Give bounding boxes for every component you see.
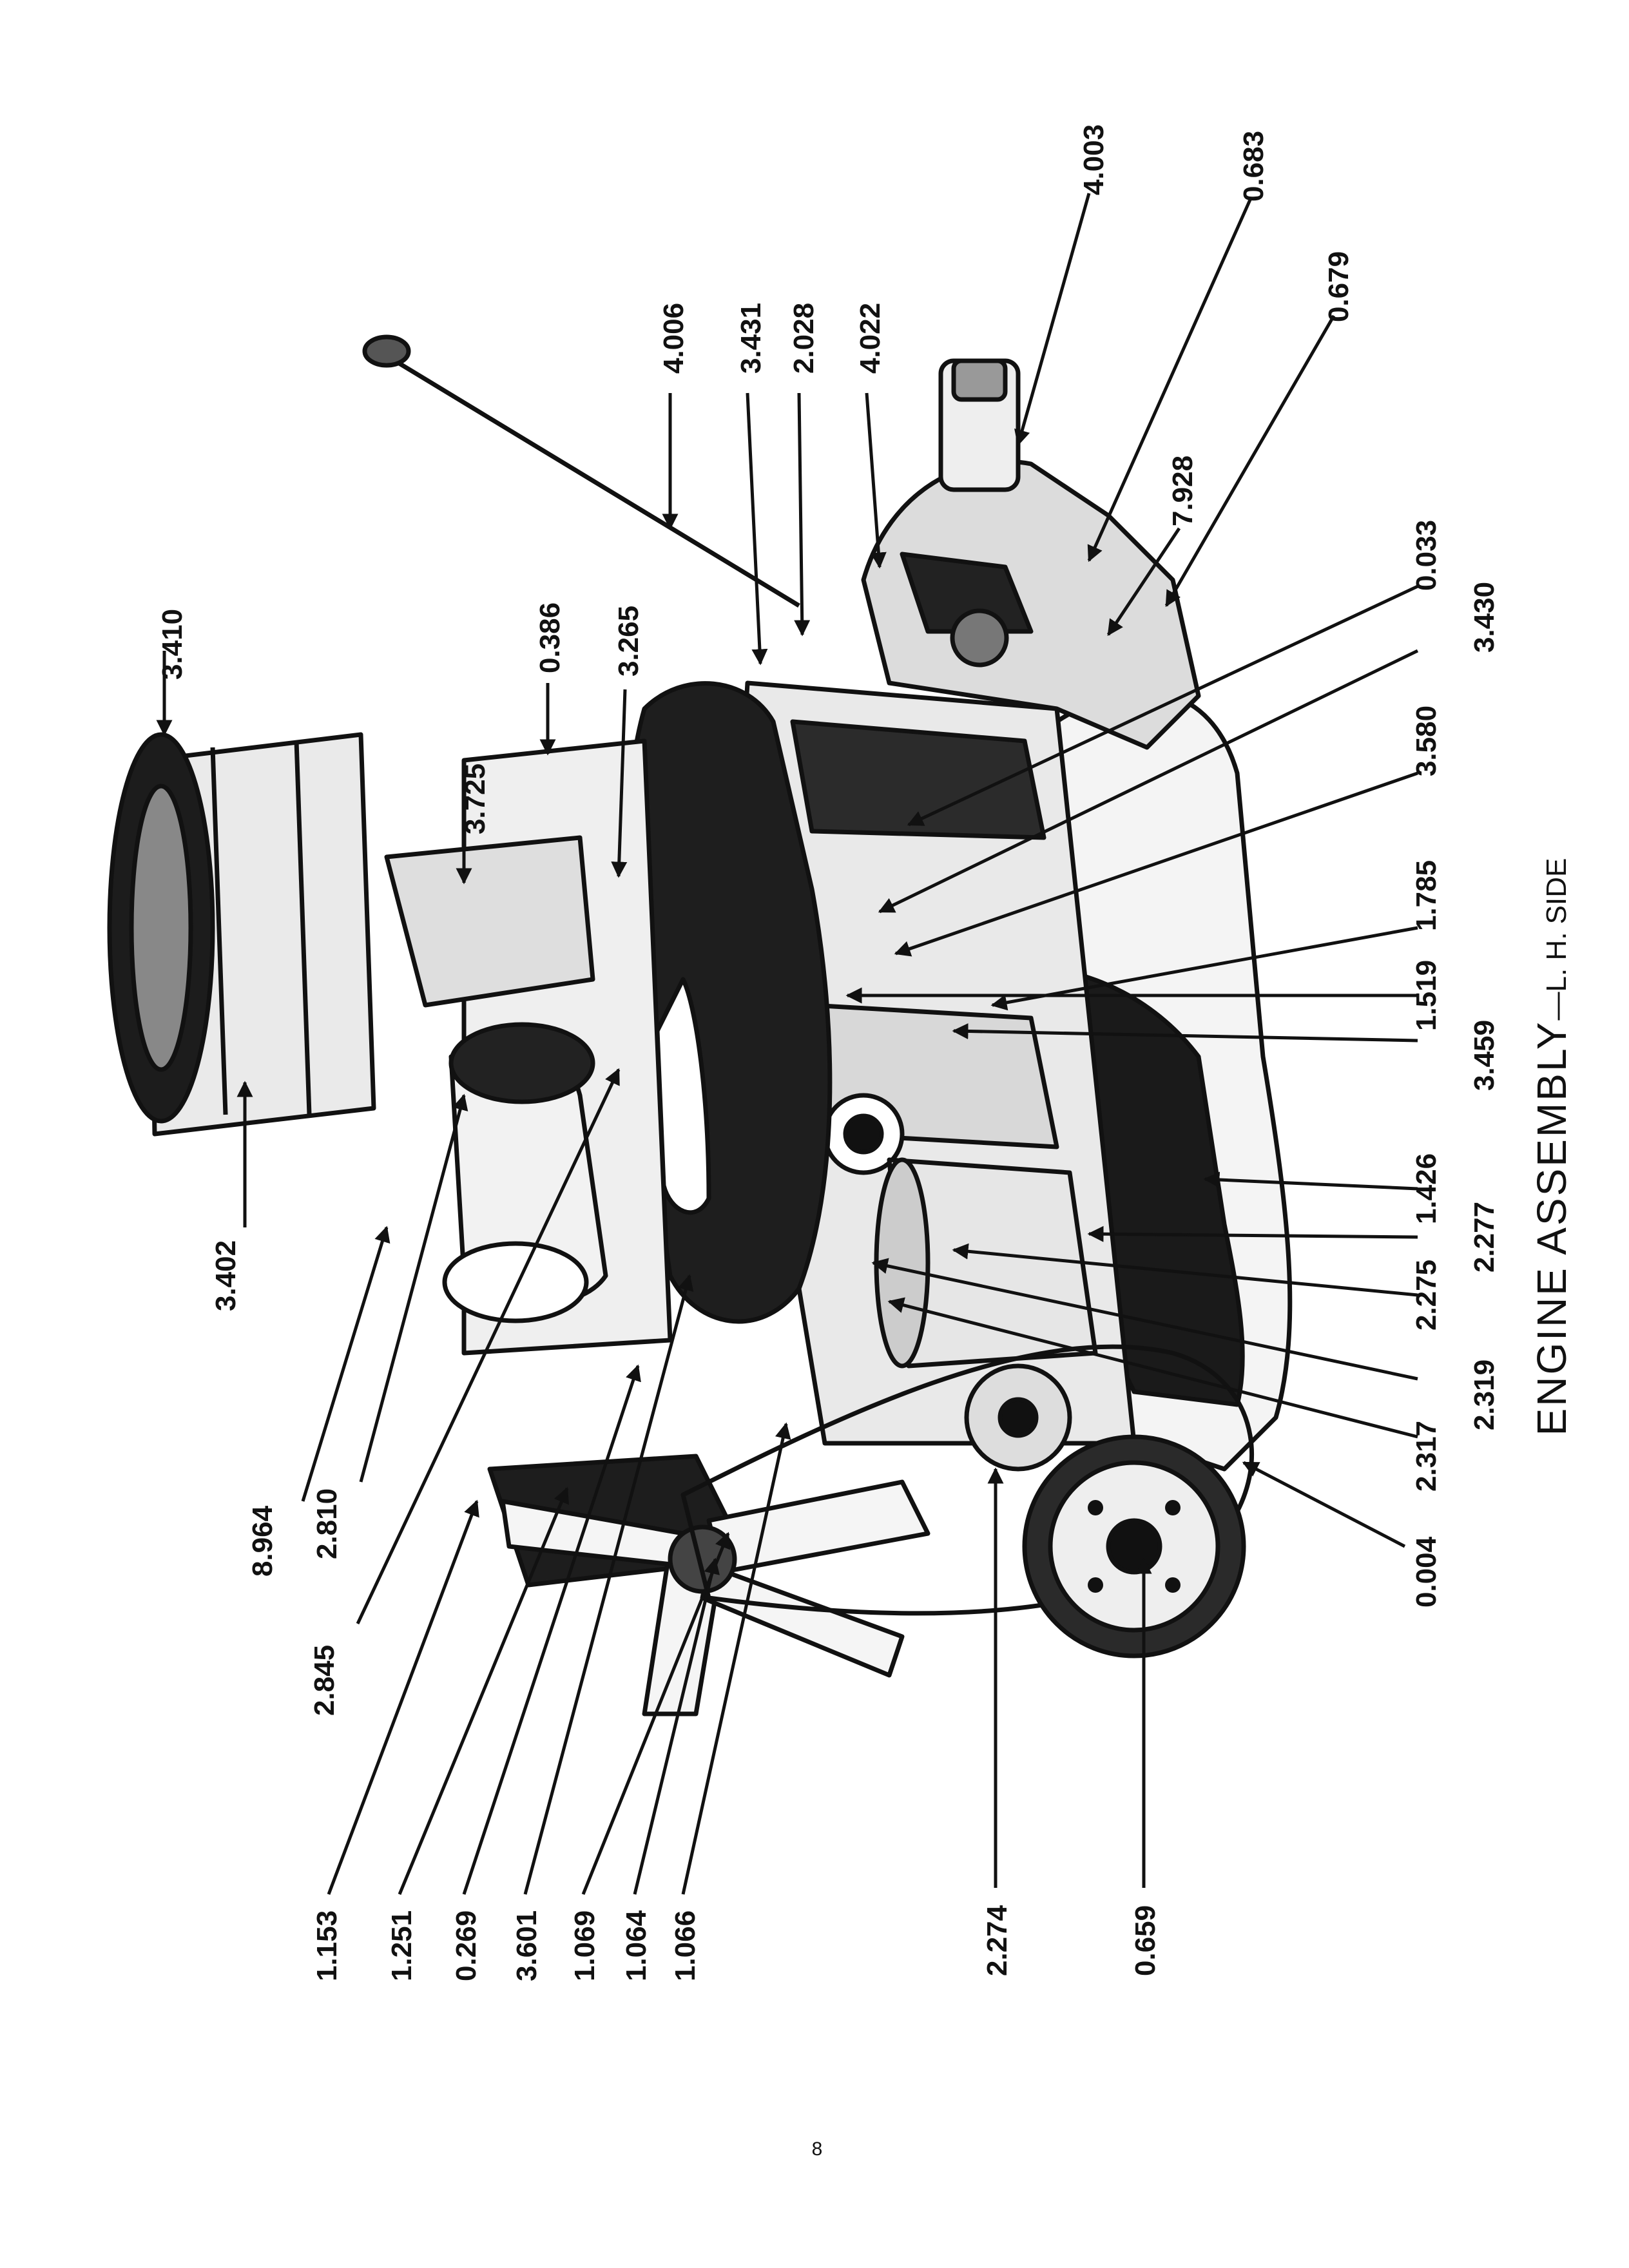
callout-4003: 4.003	[1078, 124, 1110, 195]
callout-7928: 7.928	[1167, 456, 1199, 526]
callout-2277: 2.277	[1469, 1202, 1500, 1273]
carburetor	[384, 835, 595, 1008]
crankshaft-pulley	[1022, 1434, 1246, 1658]
callout-1153: 1.153	[311, 1910, 343, 1981]
callout-3725: 3.725	[459, 764, 491, 834]
callout-labels: 3.410 3.402 3.725 0.386 3.265 4.006 3.43…	[157, 124, 1500, 1981]
callout-0004: 0.004	[1411, 1536, 1442, 1608]
callout-2274: 2.274	[981, 1905, 1013, 1976]
callout-1064: 1.064	[621, 1910, 652, 1981]
callout-3431: 3.431	[735, 303, 767, 374]
callout-8964: 8.964	[247, 1505, 278, 1577]
svg-text:ENGINE ASSEMBLY—L. H. SIDE: ENGINE ASSEMBLY—L. H. SIDE	[1528, 858, 1575, 1436]
caption-suffix: —L. H. SIDE	[1541, 858, 1572, 1021]
callout-3402: 3.402	[210, 1240, 242, 1311]
callout-0386: 0.386	[534, 602, 566, 673]
generator	[874, 1157, 1098, 1369]
fan-belt	[680, 1344, 1254, 1616]
callout-1519: 1.519	[1411, 960, 1442, 1031]
caption-main: ENGINE ASSEMBLY	[1528, 1020, 1575, 1436]
callout-4006: 4.006	[658, 303, 689, 374]
callout-3580: 3.580	[1411, 706, 1442, 776]
callout-0683: 0.683	[1238, 131, 1269, 202]
callout-3601: 3.601	[511, 1910, 543, 1981]
callout-1066: 1.066	[670, 1910, 701, 1981]
callout-4022: 4.022	[854, 303, 886, 374]
air-cleaner	[107, 732, 376, 1137]
callout-3459: 3.459	[1469, 1020, 1500, 1091]
callout-2028: 2.028	[788, 303, 820, 374]
callout-3410: 3.410	[157, 609, 188, 680]
callout-1069: 1.069	[569, 1910, 601, 1981]
callout-0659: 0.659	[1130, 1905, 1161, 1976]
engine-illustration	[107, 334, 1293, 1716]
page-number: 8	[812, 2138, 823, 2160]
callout-1785: 1.785	[1411, 860, 1442, 931]
callout-2275: 2.275	[1411, 1260, 1442, 1331]
callout-2317: 2.317	[1411, 1421, 1442, 1492]
callout-0679: 0.679	[1323, 251, 1354, 322]
callout-3430: 3.430	[1469, 582, 1500, 653]
callout-0269: 0.269	[450, 1910, 482, 1981]
leader-lines	[156, 193, 1419, 1895]
callout-3265: 3.265	[613, 606, 644, 677]
caption: ENGINE ASSEMBLY—L. H. SIDE	[1528, 858, 1575, 1436]
callout-1251: 1.251	[386, 1910, 418, 1981]
callout-2319: 2.319	[1469, 1360, 1500, 1430]
callout-2810: 2.810	[311, 1488, 343, 1559]
callout-2845: 2.845	[309, 1645, 340, 1716]
callout-0033: 0.033	[1411, 520, 1442, 591]
callout-1426: 1.426	[1411, 1153, 1442, 1224]
